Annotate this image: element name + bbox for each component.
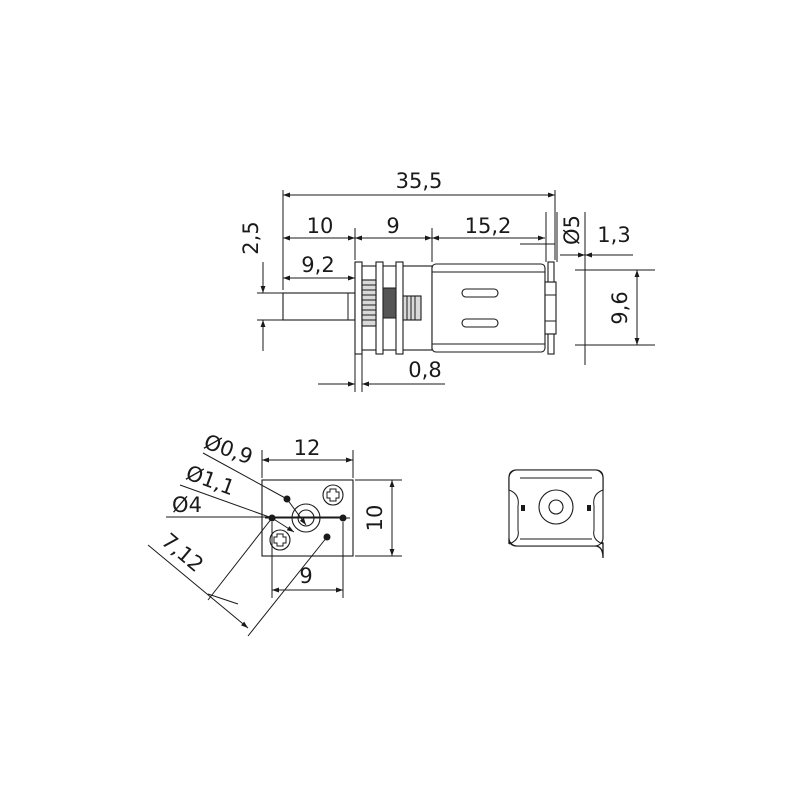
screw-head-bottom-left bbox=[269, 529, 291, 551]
dim-diagonal-distance: 7,12 bbox=[157, 528, 208, 576]
dim-shaft-offset: 2,5 bbox=[239, 221, 263, 254]
dim-hole-diameter-small: Ø0,9 bbox=[201, 430, 256, 470]
dim-mount-height: 10 bbox=[363, 505, 387, 532]
dim-plate-thickness: 0,8 bbox=[408, 358, 441, 382]
side-view bbox=[282, 261, 557, 355]
dim-gearbox-length: 10 bbox=[307, 214, 334, 238]
dim-mount-width: 12 bbox=[294, 436, 321, 460]
motor-end-cap bbox=[544, 281, 557, 335]
gearbox-plate-2 bbox=[375, 261, 384, 355]
gear-teeth bbox=[361, 279, 422, 327]
dim-shaft-length: 9,2 bbox=[301, 253, 334, 277]
dim-terminal-length: 1,3 bbox=[597, 223, 630, 247]
motor-slot-bottom bbox=[461, 318, 499, 328]
dim-motor-length: 15,2 bbox=[465, 214, 512, 238]
motor-slot-top bbox=[461, 288, 499, 298]
dim-total-length: 35,5 bbox=[396, 169, 443, 193]
screw-head-top-right bbox=[322, 484, 344, 506]
gearbox-plate-3 bbox=[395, 261, 404, 355]
gearbox-front-plate bbox=[354, 261, 363, 355]
end-view bbox=[508, 469, 604, 559]
dim-shaft-boss-diameter: Ø4 bbox=[172, 493, 202, 517]
dim-gear-section: 9 bbox=[386, 214, 399, 238]
terminal-bottom bbox=[547, 333, 555, 355]
dim-body-height: 9,6 bbox=[608, 291, 632, 324]
side-dimensions: 35,5 10 9 15,2 9,2 2,5 Ø5 1,3 9,6 bbox=[239, 169, 655, 392]
terminal-top bbox=[547, 261, 555, 283]
output-shaft bbox=[282, 292, 356, 321]
front-view bbox=[261, 479, 354, 557]
dim-hole-spacing: 9 bbox=[299, 564, 312, 588]
motor-body bbox=[431, 263, 546, 353]
dim-motor-diameter: Ø5 bbox=[560, 215, 584, 245]
end-view-bearing-inner bbox=[548, 499, 564, 515]
